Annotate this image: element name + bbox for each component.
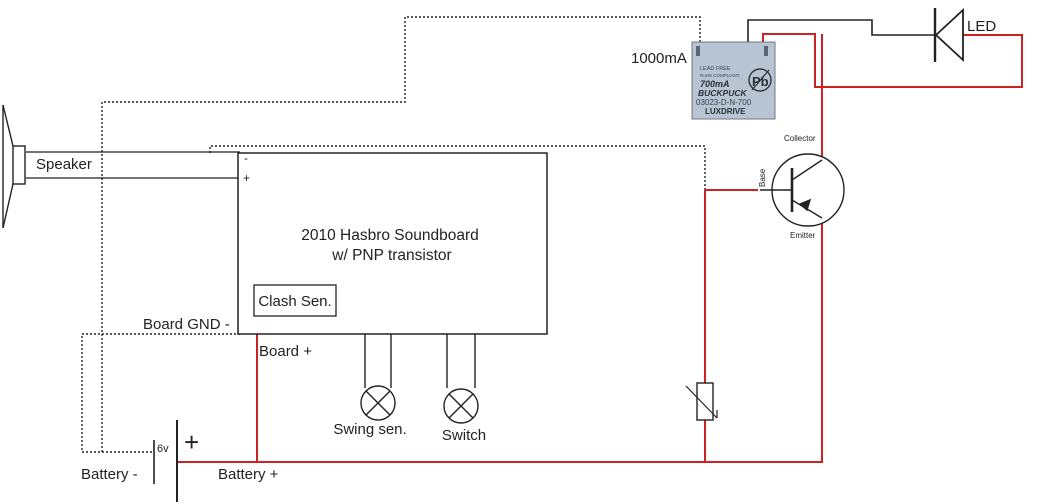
buckpuck-module bbox=[691, 41, 776, 120]
buckpuck-lead-free: LEAD FREE bbox=[700, 66, 731, 72]
soundboard-minus-pin: - bbox=[244, 151, 248, 165]
soundboard-subtitle: w/ PNP transistor bbox=[331, 247, 451, 264]
base-label: Base bbox=[758, 168, 767, 187]
battery-plus-label: Battery + bbox=[218, 466, 279, 483]
buckpuck-name: BUCKPUCK bbox=[698, 88, 748, 98]
battery-plus-symbol: + bbox=[184, 427, 199, 457]
emitter-label: Emitter bbox=[790, 231, 816, 240]
buckpuck-current: 700mA bbox=[700, 79, 730, 89]
driver-current-label: 1000mA bbox=[631, 50, 687, 67]
switch-label: Switch bbox=[442, 427, 486, 444]
dotted-top-wire bbox=[101, 16, 701, 452]
buckpuck-pb-mark: Pb bbox=[752, 74, 769, 89]
board-gnd-label: Board GND - bbox=[143, 316, 230, 333]
speaker-label: Speaker bbox=[36, 156, 92, 173]
clash-sensor-box bbox=[253, 284, 337, 317]
swing-sensor-label: Swing sen. bbox=[333, 421, 406, 438]
soundboard-plus-pin: + bbox=[243, 171, 250, 185]
switch-icon bbox=[443, 334, 479, 424]
clash-sensor-label: Clash Sen. bbox=[258, 293, 331, 310]
swing-sensor-icon bbox=[360, 334, 396, 421]
led-label: LED bbox=[967, 18, 996, 35]
battery-minus-label: Battery - bbox=[81, 466, 138, 483]
led-icon bbox=[933, 7, 964, 63]
buckpuck-rohs: RoHS COMPLIANT bbox=[700, 73, 740, 78]
soundboard-box bbox=[237, 152, 548, 335]
dotted-board-gnd-wire bbox=[81, 333, 240, 453]
speaker-icon bbox=[2, 104, 26, 229]
battery-voltage-label: 6v bbox=[157, 443, 169, 455]
board-plus-label: Board + bbox=[259, 343, 312, 360]
collector-label: Collector bbox=[784, 134, 816, 143]
potentiometer-icon bbox=[685, 382, 718, 421]
battery-icon bbox=[153, 420, 178, 502]
soundboard-title: 2010 Hasbro Soundboard bbox=[301, 227, 479, 244]
dotted-ground-feed-wire bbox=[209, 145, 706, 190]
transistor-icon bbox=[760, 153, 845, 227]
buckpuck-part-number: 03023-D-N-700 bbox=[696, 98, 752, 107]
led-cathode-wire bbox=[747, 19, 935, 42]
buckpuck-brand: LUXDRIVE bbox=[705, 107, 746, 116]
